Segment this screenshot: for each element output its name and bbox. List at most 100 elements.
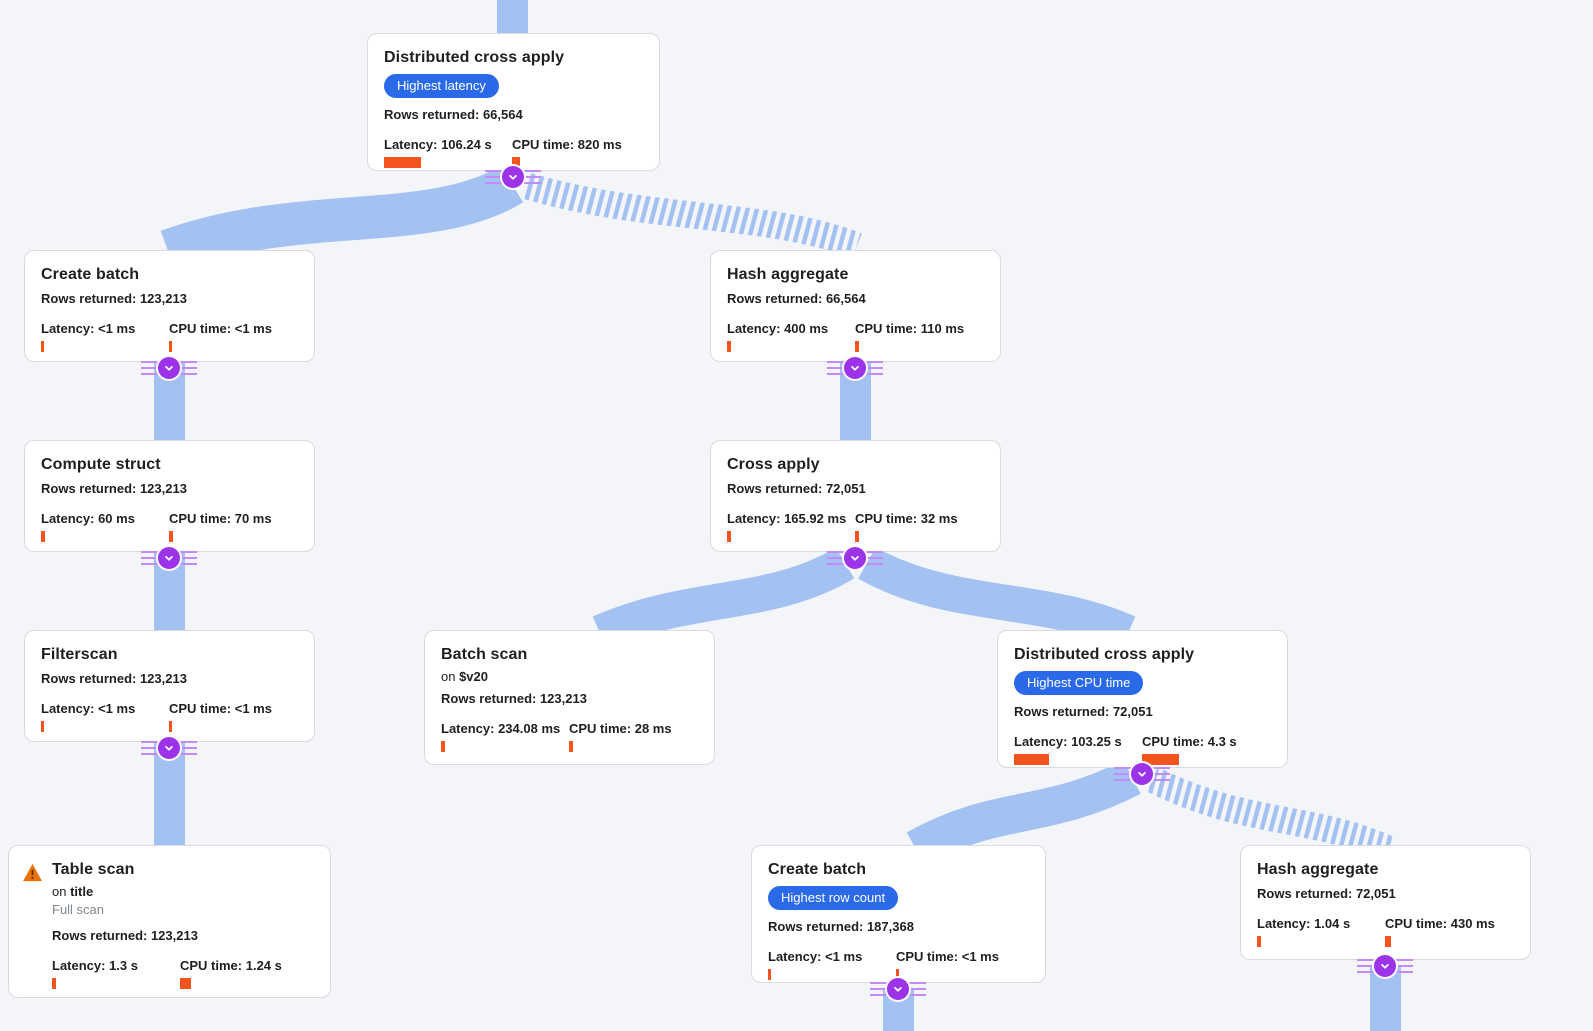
latency-bar [52,978,56,989]
node-title: Distributed cross apply [384,49,565,66]
collapse-toggle-create-batch-1[interactable] [141,356,197,380]
latency-bar [384,157,421,168]
latency-bar [41,341,44,352]
band-cross-apply-dca2 [858,547,1136,650]
band-filterscan-table-scan [154,742,185,847]
cpu-time-bar [1142,754,1179,765]
plan-node-create-batch-1[interactable]: Create batch Rows returned: 123,213 Late… [24,250,315,362]
warning-icon [22,863,43,882]
cpu-time-value: CPU time: <1 ms [896,949,999,964]
band-root-in [497,0,528,34]
latency-value: Latency: <1 ms [41,321,136,336]
chevron-down-icon [158,737,180,759]
latency-bar [727,341,731,352]
rows-returned: Rows returned: 123,213 [41,671,187,686]
chevron-down-icon [844,357,866,379]
latency-bar [41,531,45,542]
latency-value: Latency: 103.25 s [1014,734,1122,749]
node-title: Distributed cross apply [1014,646,1195,663]
cpu-time-value: CPU time: 28 ms [569,721,672,736]
plan-node-create-batch-2[interactable]: Create batch Highest row count Rows retu… [751,845,1046,983]
rows-returned: Rows returned: 123,213 [41,291,187,306]
plan-node-cross-apply[interactable]: Cross apply Rows returned: 72,051 Latenc… [710,440,1001,552]
latency-value: Latency: 165.92 ms [727,511,847,526]
plan-node-table-scan[interactable]: Table scan on title Full scan Rows retur… [8,845,331,998]
scan-target: on title [52,884,94,899]
latency-bar [1014,754,1049,765]
latency-value: Latency: <1 ms [768,949,863,964]
rows-returned: Rows returned: 66,564 [727,291,866,306]
cpu-time-value: CPU time: 430 ms [1385,916,1495,931]
cpu-time-bar [169,341,172,352]
node-title: Table scan [52,861,135,878]
node-title: Batch scan [441,646,528,663]
collapse-toggle-filterscan[interactable] [141,736,197,760]
plan-node-batch-scan[interactable]: Batch scan on $v20 Rows returned: 123,21… [424,630,715,765]
cpu-time-bar [512,157,520,168]
chevron-down-icon [887,978,909,1000]
band-dca2-hash-aggregate [1145,766,1394,862]
plan-node-hash-aggregate-1[interactable]: Hash aggregate Rows returned: 66,564 Lat… [710,250,1001,362]
cpu-time-value: CPU time: 32 ms [855,511,958,526]
latency-value: Latency: 60 ms [41,511,135,526]
plan-node-filterscan[interactable]: Filterscan Rows returned: 123,213 Latenc… [24,630,315,742]
cpu-time-bar [855,531,859,542]
cpu-time-bar [169,531,173,542]
latency-value: Latency: 234.08 ms [441,721,561,736]
chevron-down-icon [158,357,180,379]
chevron-down-icon [502,166,524,188]
cpu-time-value: CPU time: 1.24 s [180,958,282,973]
latency-value: Latency: 400 ms [727,321,829,336]
band-dca2-create-batch [906,760,1141,866]
cpu-time-bar [169,721,172,732]
chevron-down-icon [1374,955,1396,977]
chevron-down-icon [158,547,180,569]
collapse-toggle-cross-apply[interactable] [827,546,883,570]
cpu-time-value: CPU time: 110 ms [855,321,965,336]
node-title: Filterscan [41,646,118,663]
scan-type: Full scan [52,902,105,917]
cpu-time-bar [180,978,191,989]
node-title: Hash aggregate [727,266,849,283]
latency-bar [1257,936,1261,947]
node-title: Create batch [768,861,867,878]
scan-target: on $v20 [441,669,488,684]
plan-node-distributed-cross-apply-2[interactable]: Distributed cross apply Highest CPU time… [997,630,1288,768]
rows-returned: Rows returned: 66,564 [384,107,523,122]
band-cross-apply-batch-scan [592,547,855,650]
collapse-toggle-compute-struct[interactable] [141,546,197,570]
cpu-time-value: CPU time: 820 ms [512,137,622,152]
rows-returned: Rows returned: 123,213 [441,691,587,706]
collapse-toggle-hash-aggregate-2[interactable] [1357,954,1413,978]
node-title: Cross apply [727,456,820,473]
rows-returned: Rows returned: 123,213 [41,481,187,496]
cpu-time-value: CPU time: 4.3 s [1142,734,1237,749]
highest-cpu-time-badge: Highest CPU time [1014,671,1144,695]
band-dca1-hash-aggregate [520,172,862,259]
latency-value: Latency: <1 ms [41,701,136,716]
latency-bar [441,741,445,752]
cpu-time-value: CPU time: <1 ms [169,321,272,336]
latency-bar [727,531,731,542]
collapse-toggle-dca1[interactable] [485,165,541,189]
highest-latency-badge: Highest latency [384,74,499,98]
collapse-toggle-dca2[interactable] [1114,762,1170,786]
cpu-time-bar [855,341,859,352]
collapse-toggle-hash-aggregate-1[interactable] [827,356,883,380]
plan-node-distributed-cross-apply-1[interactable]: Distributed cross apply Highest latency … [367,33,660,171]
latency-value: Latency: 1.04 s [1257,916,1351,931]
rows-returned: Rows returned: 72,051 [1257,886,1396,901]
collapse-toggle-create-batch-2[interactable] [870,977,926,1001]
latency-value: Latency: 106.24 s [384,137,492,152]
latency-bar [41,721,44,732]
band-dca1-create-batch [160,165,524,272]
plan-node-hash-aggregate-2[interactable]: Hash aggregate Rows returned: 72,051 Lat… [1240,845,1531,960]
latency-value: Latency: 1.3 s [52,958,138,973]
rows-returned: Rows returned: 72,051 [727,481,866,496]
rows-returned: Rows returned: 187,368 [768,919,914,934]
latency-bar [768,969,771,980]
cpu-time-value: CPU time: <1 ms [169,701,272,716]
plan-node-compute-struct[interactable]: Compute struct Rows returned: 123,213 La… [24,440,315,552]
highest-row-count-badge: Highest row count [768,886,899,910]
